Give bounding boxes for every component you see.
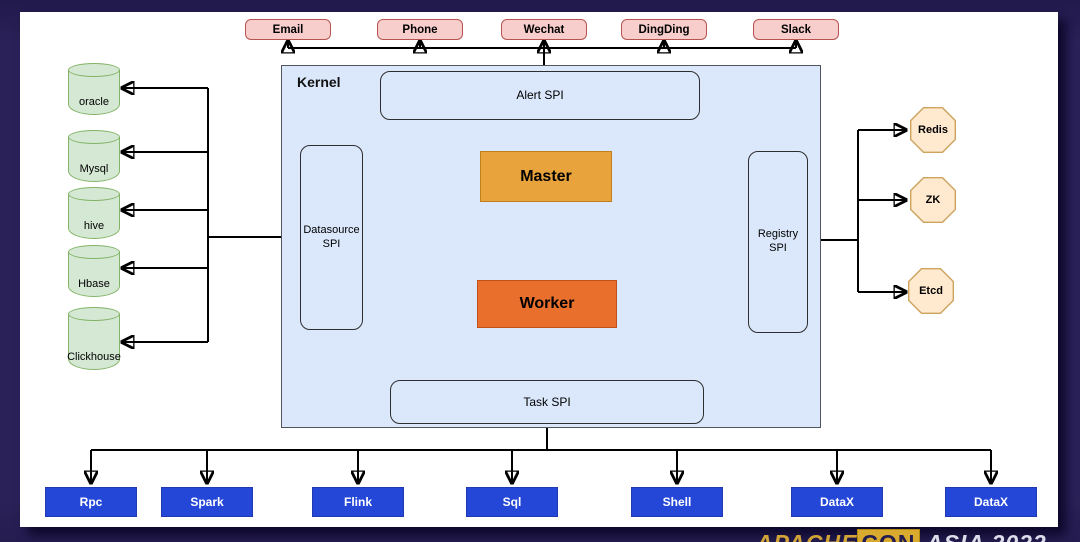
kernel-container <box>281 65 821 428</box>
database-cylinder-top <box>68 187 120 201</box>
task-trunk-line <box>91 424 991 451</box>
datasource-label: oracle <box>79 96 109 108</box>
task-rpc: Rpc <box>45 487 137 517</box>
master-node: Master <box>480 151 612 202</box>
registry-redis: Redis <box>910 107 956 153</box>
registry-spi-node: Registry SPI <box>748 151 808 333</box>
kernel-title: Kernel <box>297 74 341 90</box>
connector-lines <box>20 12 1058 527</box>
registry-zk: ZK <box>910 177 956 223</box>
registry-etcd: Etcd <box>908 268 954 314</box>
database-cylinder-icon <box>68 314 120 370</box>
database-cylinder-icon <box>68 137 120 182</box>
watermark-highlight: CON <box>857 529 920 542</box>
database-cylinder-icon <box>68 194 120 239</box>
alert-channel-dingding: DingDing <box>621 19 707 40</box>
database-cylinder-top <box>68 307 120 321</box>
datasource-label: Mysql <box>79 163 109 175</box>
task-datax-1: DataX <box>791 487 883 517</box>
datasource-label: Hbase <box>78 278 110 290</box>
database-cylinder-top <box>68 63 120 77</box>
octagon-icon <box>910 177 956 223</box>
worker-node: Worker <box>477 280 617 328</box>
task-spark: Spark <box>161 487 253 517</box>
datasource-label: Clickhouse <box>67 351 121 363</box>
datasource-hive: hive <box>68 187 120 239</box>
octagon-icon <box>910 107 956 153</box>
registry-label: ZK <box>925 194 941 206</box>
alert-channel-phone: Phone <box>377 19 463 40</box>
alert-channel-email: Email <box>245 19 331 40</box>
task-sql: Sql <box>466 487 558 517</box>
datasource-spi-node: Datasource SPI <box>300 145 363 330</box>
registry-label: Redis <box>918 124 948 136</box>
apachecon-watermark: APACHECON ASIA 2022 <box>756 529 1047 542</box>
datasource-clickhouse: Clickhouse <box>67 307 121 370</box>
task-shell: Shell <box>631 487 723 517</box>
database-cylinder-icon <box>68 70 120 115</box>
task-datax-2: DataX <box>945 487 1037 517</box>
watermark-suffix: ASIA 2022 <box>920 530 1047 542</box>
alert-channel-wechat: Wechat <box>501 19 587 40</box>
datasource-label: hive <box>83 220 105 232</box>
database-cylinder-top <box>68 245 120 259</box>
watermark-prefix: APACHE <box>756 530 857 542</box>
task-spi-node: Task SPI <box>390 380 704 424</box>
registry-label: Etcd <box>919 285 943 297</box>
database-cylinder-top <box>68 130 120 144</box>
datasource-mysql: Mysql <box>68 130 120 182</box>
alert-spi-node: Alert SPI <box>380 71 700 120</box>
alert-channel-slack: Slack <box>753 19 839 40</box>
database-cylinder-icon <box>68 252 120 297</box>
datasource-hbase: Hbase <box>68 245 120 297</box>
octagon-icon <box>908 268 954 314</box>
datasource-oracle: oracle <box>68 63 120 115</box>
task-flink: Flink <box>312 487 404 517</box>
diagram-canvas: Kernel Alert SPI Datasource SPI Registry… <box>20 12 1058 527</box>
